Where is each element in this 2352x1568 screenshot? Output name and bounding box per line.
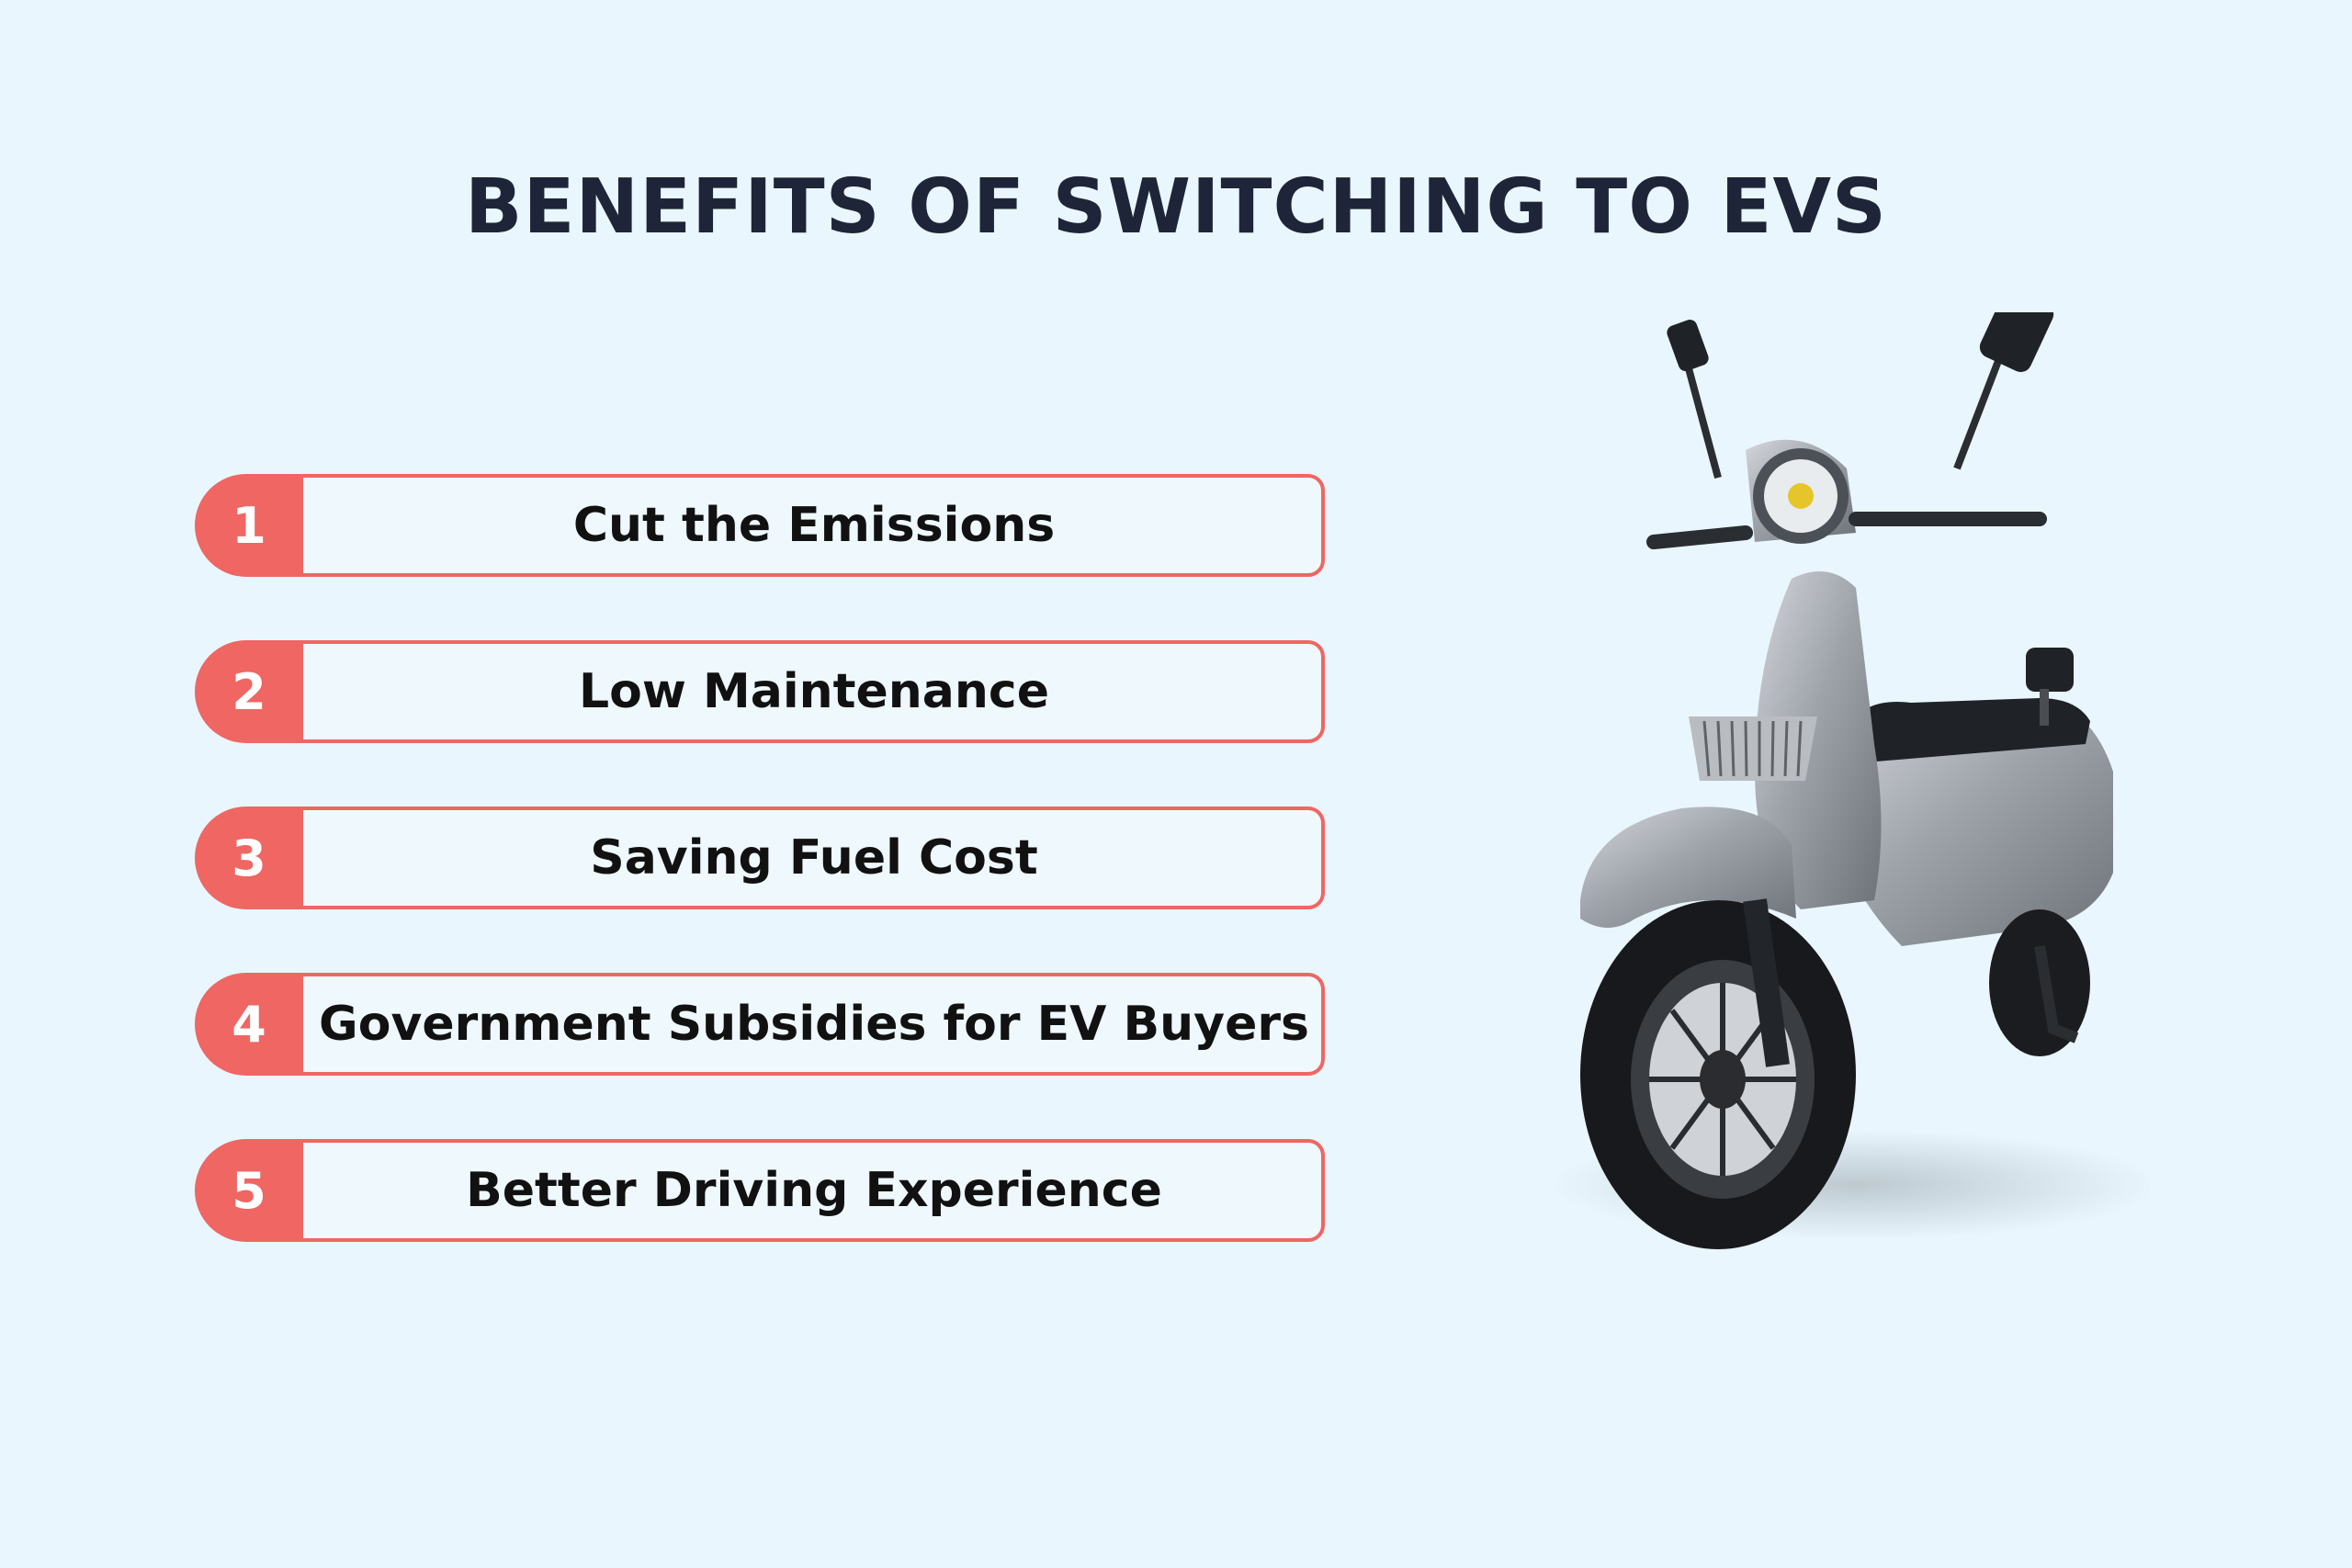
benefit-number-badge: 1 <box>195 474 303 577</box>
page-title: BENEFITS OF SWITCHING TO EVS <box>465 164 1887 251</box>
benefit-label: Low Maintenance <box>578 664 1050 719</box>
benefit-box <box>241 807 1325 909</box>
benefit-number-badge: 4 <box>195 973 303 1076</box>
benefit-item-5: 5 Better Driving Experience <box>195 1139 1325 1242</box>
benefit-box <box>241 1139 1325 1242</box>
benefit-label: Government Subsidies for EV Buyers <box>319 997 1309 1052</box>
benefit-label: Better Driving Experience <box>466 1163 1162 1218</box>
scooter-image <box>1553 312 2150 1249</box>
benefit-item-4: 4 Government Subsidies for EV Buyers <box>195 973 1325 1076</box>
benefit-item-3: 3 Saving Fuel Cost <box>195 807 1325 909</box>
benefit-number-badge: 2 <box>195 640 303 743</box>
benefit-number-badge: 3 <box>195 807 303 909</box>
benefit-label: Saving Fuel Cost <box>590 830 1038 886</box>
benefit-number-badge: 5 <box>195 1139 303 1242</box>
benefit-box <box>241 973 1325 1076</box>
benefit-label: Cut the Emissions <box>572 498 1056 553</box>
benefit-item-1: 1 Cut the Emissions <box>195 474 1325 577</box>
benefit-box <box>241 474 1325 577</box>
benefit-item-2: 2 Low Maintenance <box>195 640 1325 743</box>
